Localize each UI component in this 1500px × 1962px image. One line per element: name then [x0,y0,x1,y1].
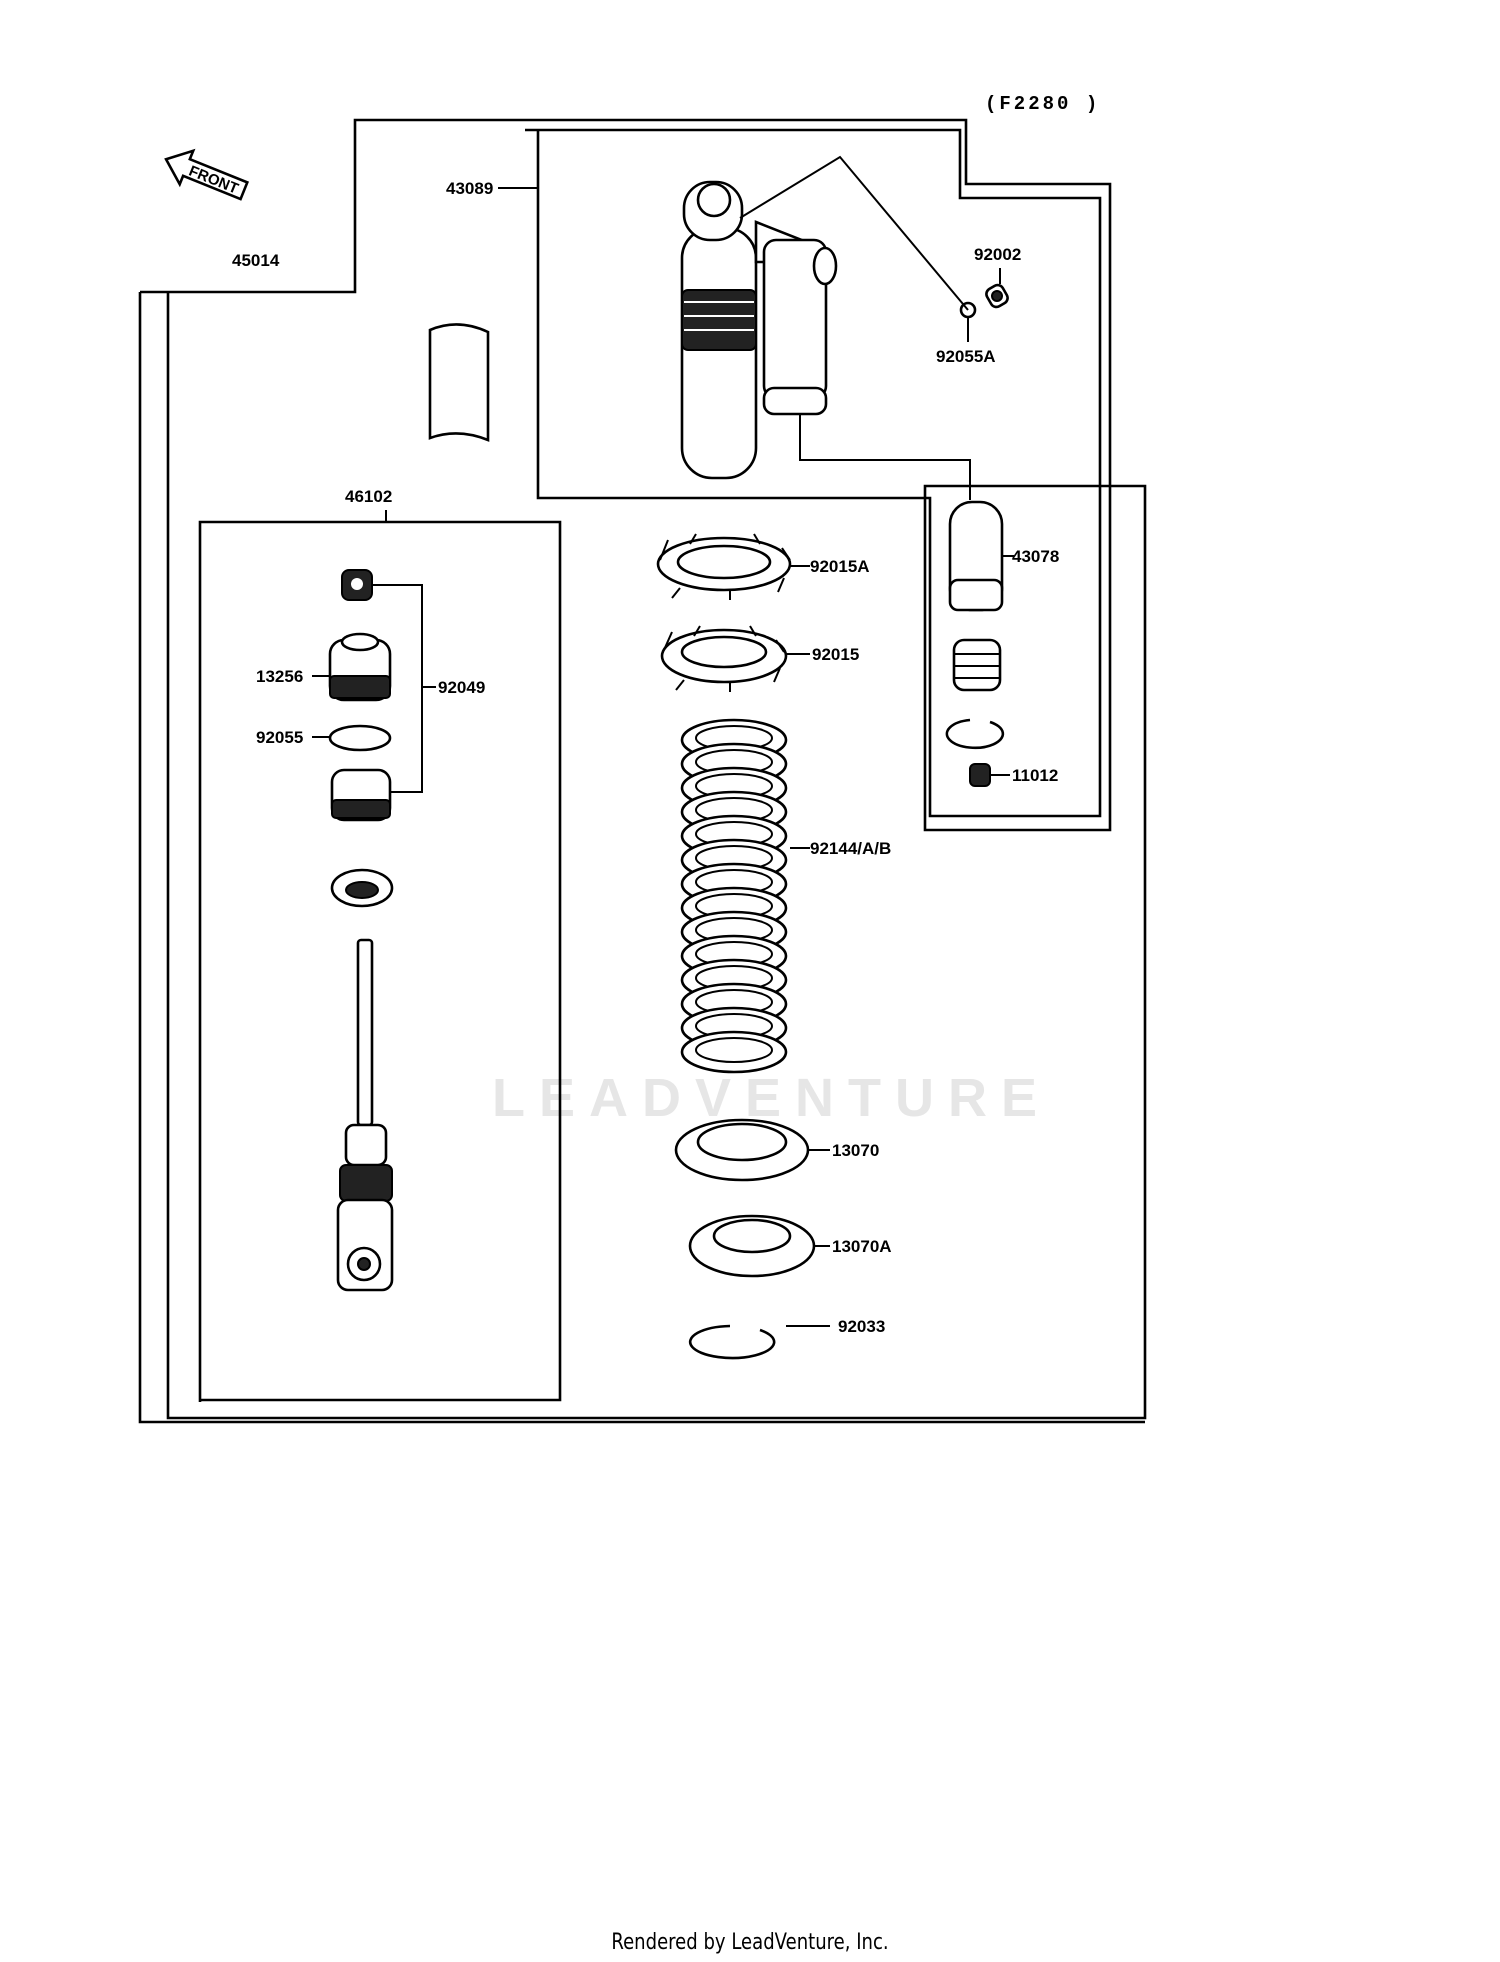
leader-92049 [372,584,423,793]
part-label-92015: 92015 [812,645,859,664]
part-label-43089: 43089 [446,179,493,198]
sleeve-part-icon [428,323,490,442]
part-label-92049: 92049 [438,678,485,697]
hose-line [799,414,971,500]
part-label-92055A: 92055A [936,347,996,366]
part-label-11012: 11012 [1012,766,1058,785]
nut-icon [341,569,373,601]
bolt-92002-icon [985,283,1009,309]
bump-stop-13256-icon [328,632,392,702]
circlip-reservoir-icon [945,718,1005,750]
circlip-92033-icon [688,1324,776,1360]
part-label-13070A: 13070A [832,1237,892,1256]
front-arrow-icon: FRONT [164,148,250,201]
part-label-92015A: 92015A [810,557,870,576]
valve-11012-icon [969,763,991,787]
footer-credit: Rendered by LeadVenture, Inc. [611,1930,889,1955]
part-label-45014: 45014 [232,251,280,270]
outline-45014 [140,118,1147,1420]
washer-cup-icon [330,868,394,908]
part-label-13070: 13070 [832,1141,879,1160]
part-label-46102: 46102 [345,487,392,506]
part-label-92002: 92002 [974,245,1021,264]
o-ring-92055-icon [328,724,392,752]
part-label-92033: 92033 [838,1317,885,1336]
reservoir-cap-43078 [948,500,1004,612]
watermark: LEADVENTURE [492,1068,1051,1128]
part-label-92055: 92055 [256,728,303,747]
spring-seat-13070-icon [674,1118,810,1182]
reservoir-piston-icon [952,638,1002,692]
outline-45014-inner [198,520,562,1402]
part-label-43078: 43078 [1012,547,1059,566]
coil-spring-92144-icon [680,718,788,1074]
locknut-92015-icon [660,625,788,692]
figure-reference: (F2280 ) [985,93,1100,115]
locknut-92015A-icon [656,533,792,600]
outline-43089 [525,128,1102,818]
part-label-92144: 92144/A/B [810,839,891,858]
spring-seat-13070A-icon [688,1214,816,1278]
seal-head-icon [330,768,392,822]
piston-rod-icon [336,938,394,1292]
leader-92055A [739,155,969,311]
outline-main-frame [138,292,1145,1424]
part-label-13256: 13256 [256,667,303,686]
shock-body-43089 [680,180,838,480]
spring-coil-inner [695,1037,773,1063]
